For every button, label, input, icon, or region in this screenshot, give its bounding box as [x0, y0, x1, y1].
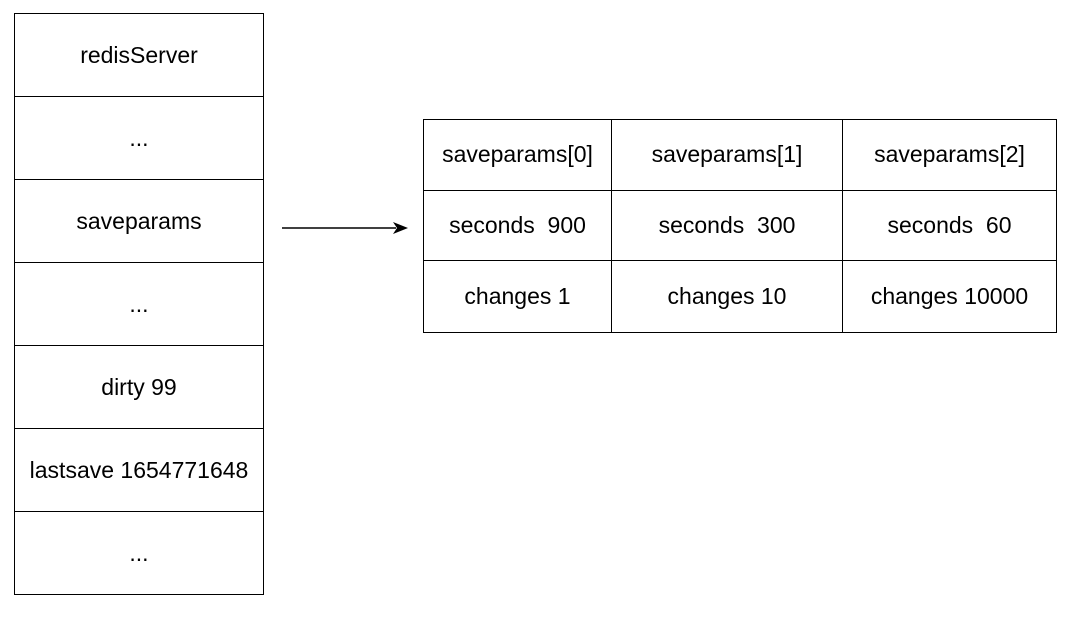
struct-row-ellipsis: ... [15, 97, 263, 180]
saveparams-table: saveparams[0] saveparams[1] saveparams[2… [423, 119, 1057, 333]
struct-row-dirty: dirty 99 [15, 346, 263, 429]
struct-row-ellipsis: ... [15, 263, 263, 346]
table-header-cell: saveparams[2] [843, 120, 1056, 191]
struct-row-lastsave: lastsave 1654771648 [15, 429, 263, 512]
struct-row-saveparams: saveparams [15, 180, 263, 263]
redis-server-struct: redisServer ... saveparams ... dirty 99 … [14, 13, 264, 595]
arrow-head [393, 222, 408, 234]
seconds-cell: seconds 900 [424, 190, 612, 262]
seconds-cell: seconds 300 [612, 190, 843, 262]
seconds-cell: seconds 60 [843, 191, 1056, 262]
changes-cell: changes 10 [612, 261, 843, 332]
struct-row-ellipsis: ... [129, 539, 149, 566]
table-header-cell: saveparams[1] [612, 120, 843, 191]
struct-row-title: redisServer [15, 14, 263, 97]
table-header-cell: saveparams[0] [424, 120, 612, 191]
changes-cell: changes 10000 [870, 283, 1029, 310]
changes-cell: changes 1 [424, 261, 612, 332]
pointer-arrow [282, 222, 408, 234]
